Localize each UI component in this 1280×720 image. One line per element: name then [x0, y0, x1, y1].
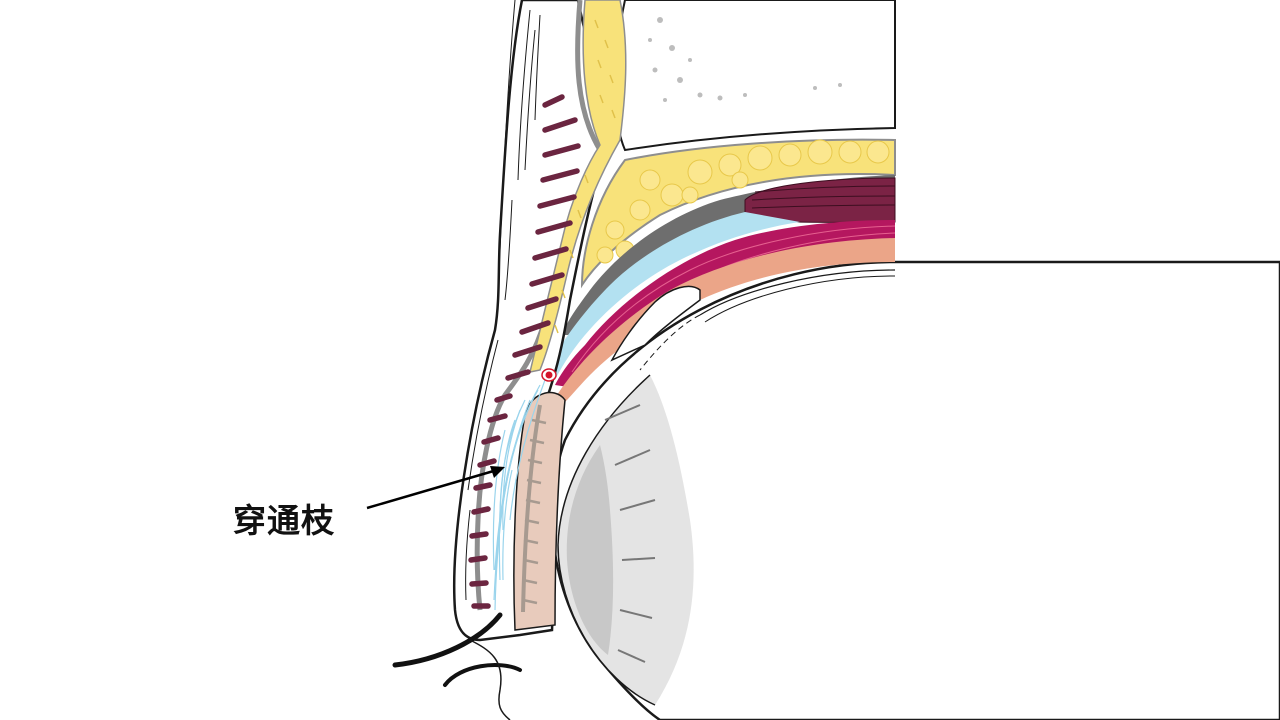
- fornix: [610, 285, 701, 371]
- orbicularis-muscle: [468, 94, 581, 609]
- perforator-label: 穿通枝: [233, 501, 335, 540]
- annotation-arrow: [366, 466, 505, 510]
- vessel-dot-icon: [541, 368, 557, 382]
- orbital-fat: [580, 138, 896, 289]
- orbital-bone: [614, 0, 896, 152]
- aponeurosis-fibers: [492, 379, 546, 611]
- cornea: [557, 374, 694, 706]
- lid-margin: [469, 639, 511, 720]
- levator-layers: [542, 175, 896, 402]
- tarsus: [513, 391, 566, 631]
- lash-icon: [392, 612, 522, 687]
